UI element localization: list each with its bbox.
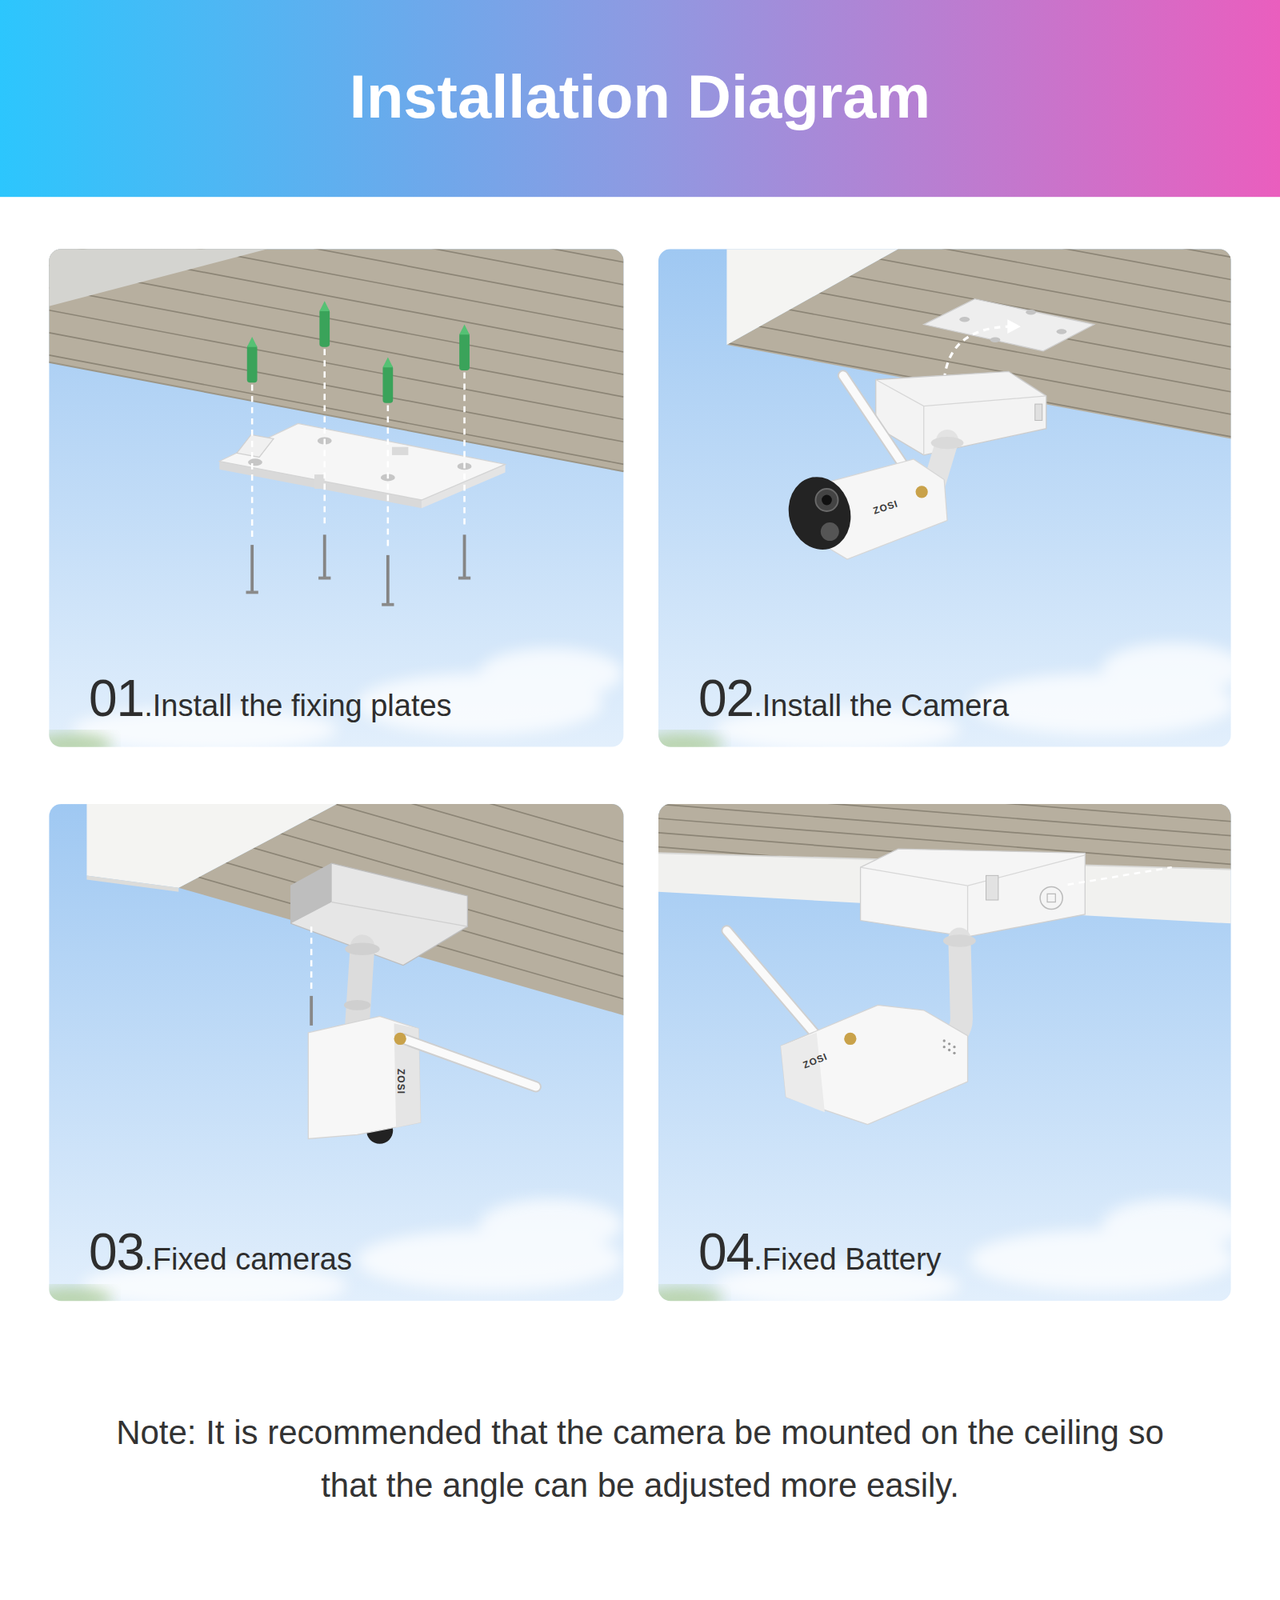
step-number: 01 (88, 669, 144, 728)
step-text: .Install the Camera (753, 688, 1009, 723)
step-panel: 03.Fixed cameras (48, 804, 624, 1301)
step-text: .Install the fixing plates (144, 688, 452, 723)
fixing-plate (924, 299, 1095, 352)
step-caption: 03.Fixed cameras (88, 1222, 352, 1282)
step-text: .Fixed Battery (753, 1242, 941, 1276)
header-band (0, 0, 1280, 197)
step-caption: 02.Install the Camera (698, 668, 1009, 728)
panel-2-illustration (658, 248, 1232, 747)
wall-anchor (247, 300, 470, 404)
box-camera (726, 930, 968, 1124)
step-caption: 01.Install the fixing plates (88, 668, 452, 728)
step-text: .Fixed cameras (144, 1242, 352, 1276)
battery-box (876, 371, 1047, 456)
screw (245, 534, 471, 606)
mount-arm (344, 943, 380, 1025)
battery-box (291, 863, 468, 966)
dashed-arrow (944, 319, 1021, 380)
brand-logo: ZOSI (395, 1068, 407, 1095)
step-panel: 01.Install the fixing plates (48, 248, 624, 748)
bullet-camera (308, 1016, 536, 1144)
step-caption: 04.Fixed Battery (698, 1222, 942, 1282)
fixing-plate (219, 423, 505, 508)
battery-box (860, 848, 1172, 937)
step-number: 04 (698, 1223, 754, 1281)
note-text: Note: It is recommended that the camera … (96, 1406, 1184, 1512)
step-number: 02 (698, 669, 754, 728)
panel-1-illustration (48, 248, 624, 747)
step-panel: 04.Fixed Battery (658, 804, 1232, 1301)
bullet-camera (780, 375, 948, 560)
title: Installation Diagram (0, 56, 1280, 137)
step-panel: 02.Install the Camera (658, 248, 1232, 748)
dashed-guide (252, 348, 464, 549)
panel-3-illustration (48, 804, 624, 1301)
step-number: 03 (88, 1223, 144, 1281)
dashed-guide (311, 926, 312, 1026)
panel-4-illustration (658, 804, 1232, 1301)
